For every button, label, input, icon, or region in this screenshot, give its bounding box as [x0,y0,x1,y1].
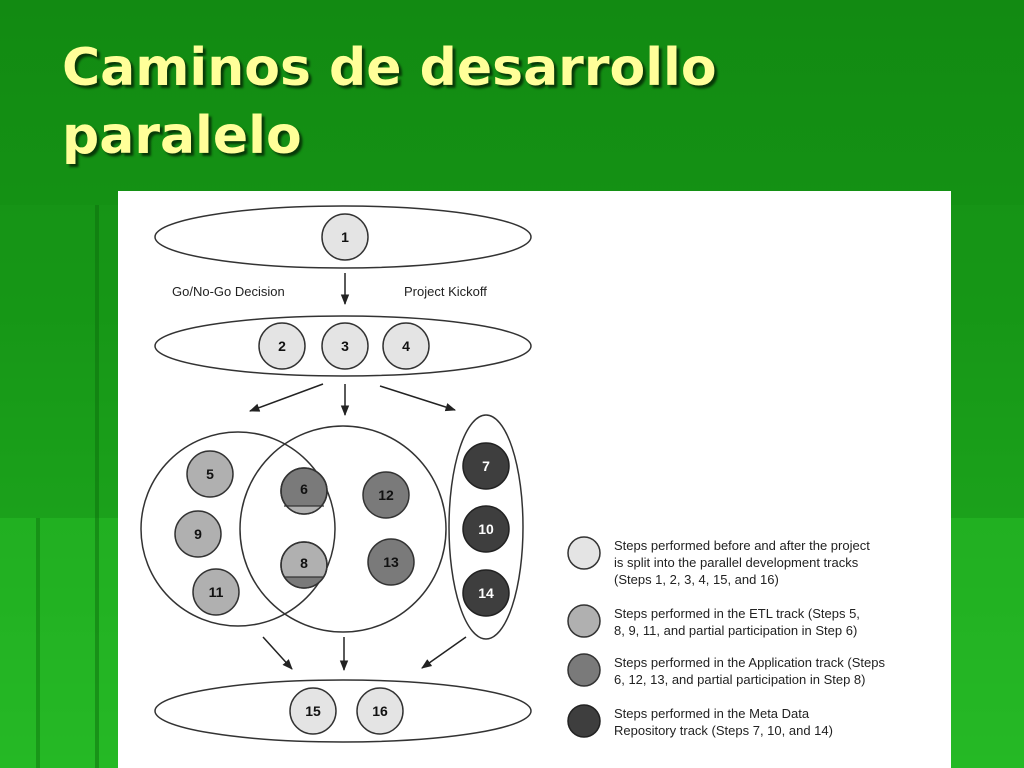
step-1: 1 [321,213,369,261]
arrow-to-meta-data [379,385,457,412]
stage-ellipse-bottom [154,679,532,743]
arrow-etl-to-end [262,636,293,670]
step-14: 14 [462,569,510,617]
step-1-label: 1 [341,229,349,245]
legend-application-line-2: 6, 12, 13, and partial participation in … [614,672,866,687]
legend-etl-line-2: 8, 9, 11, and partial participation in S… [614,623,857,638]
legend-meta-data-line-1: Steps performed in the Meta Data [614,706,810,721]
step-3: 3 [321,322,369,370]
step-10: 10 [462,505,510,553]
legend-item-application: Steps performed in the Application track… [567,653,885,687]
legend-before-after-line-3: (Steps 1, 2, 3, 4, 15, and 16) [614,572,779,587]
step-6: 6 [280,467,328,515]
legend-swatch-before-after [567,536,601,570]
step-11: 11 [192,568,240,616]
step-2-label: 2 [278,338,286,354]
step-6-label: 6 [300,481,308,497]
go-no-go-label: Go/No-Go Decision [172,284,285,299]
legend-item-etl: Steps performed in the ETL track (Steps … [567,604,860,638]
slide-title-line-1: Caminos de desarrollo [62,38,717,98]
etl-track-circle [140,431,336,627]
stage-ellipse-second [154,315,532,377]
project-kickoff-label: Project Kickoff [404,284,487,299]
arrow-meta-to-end [421,636,467,669]
background-divider [95,205,99,768]
stage-ellipse-top [154,205,532,269]
diagram-panel: Go/No-Go Decision Project Kickoff 1 2 3 … [118,191,951,768]
legend-item-before-after: Steps performed before and after the pro… [567,536,870,587]
application-track-circle [239,425,447,633]
step-16: 16 [356,687,404,735]
step-8: 8 [280,541,328,589]
step-14-label: 14 [478,585,494,601]
step-4-label: 4 [402,338,410,354]
legend-application-line-1: Steps performed in the Application track… [614,655,885,670]
step-13: 13 [367,538,415,586]
step-4: 4 [382,322,430,370]
step-11-label: 11 [209,584,224,600]
legend-swatch-application [567,653,601,687]
step-7-label: 7 [482,458,490,474]
legend-swatch-meta-data [567,704,601,738]
step-13-label: 13 [383,554,399,570]
step-10-label: 10 [478,521,494,537]
slide-title-line-2: paralelo [62,106,302,166]
step-16-label: 16 [372,703,388,719]
legend-before-after-line-1: Steps performed before and after the pro… [614,538,870,553]
step-12-label: 12 [378,487,394,503]
legend: Steps performed before and after the pro… [567,536,885,738]
step-9-label: 9 [194,526,202,542]
step-2: 2 [258,322,306,370]
legend-before-after-line-2: is split into the parallel development t… [614,555,859,570]
parallel-tracks-diagram: Go/No-Go Decision Project Kickoff 1 2 3 … [140,205,885,743]
step-7: 7 [462,442,510,490]
legend-item-meta-data: Steps performed in the Meta Data Reposit… [567,704,833,738]
step-12: 12 [362,471,410,519]
step-15: 15 [289,687,337,735]
step-3-label: 3 [341,338,349,354]
step-5: 5 [186,450,234,498]
step-8-label: 8 [300,555,308,571]
slide-title: Caminos de desarrollo paralelo [62,34,717,170]
legend-meta-data-line-2: Repository track (Steps 7, 10, and 14) [614,723,833,738]
step-15-label: 15 [305,703,321,719]
step-9: 9 [174,510,222,558]
step-5-label: 5 [206,466,214,482]
meta-data-track-ellipse [448,414,524,640]
legend-swatch-etl [567,604,601,638]
background-divider-lower [36,518,40,768]
legend-etl-line-1: Steps performed in the ETL track (Steps … [614,606,860,621]
arrow-to-etl [249,383,324,412]
